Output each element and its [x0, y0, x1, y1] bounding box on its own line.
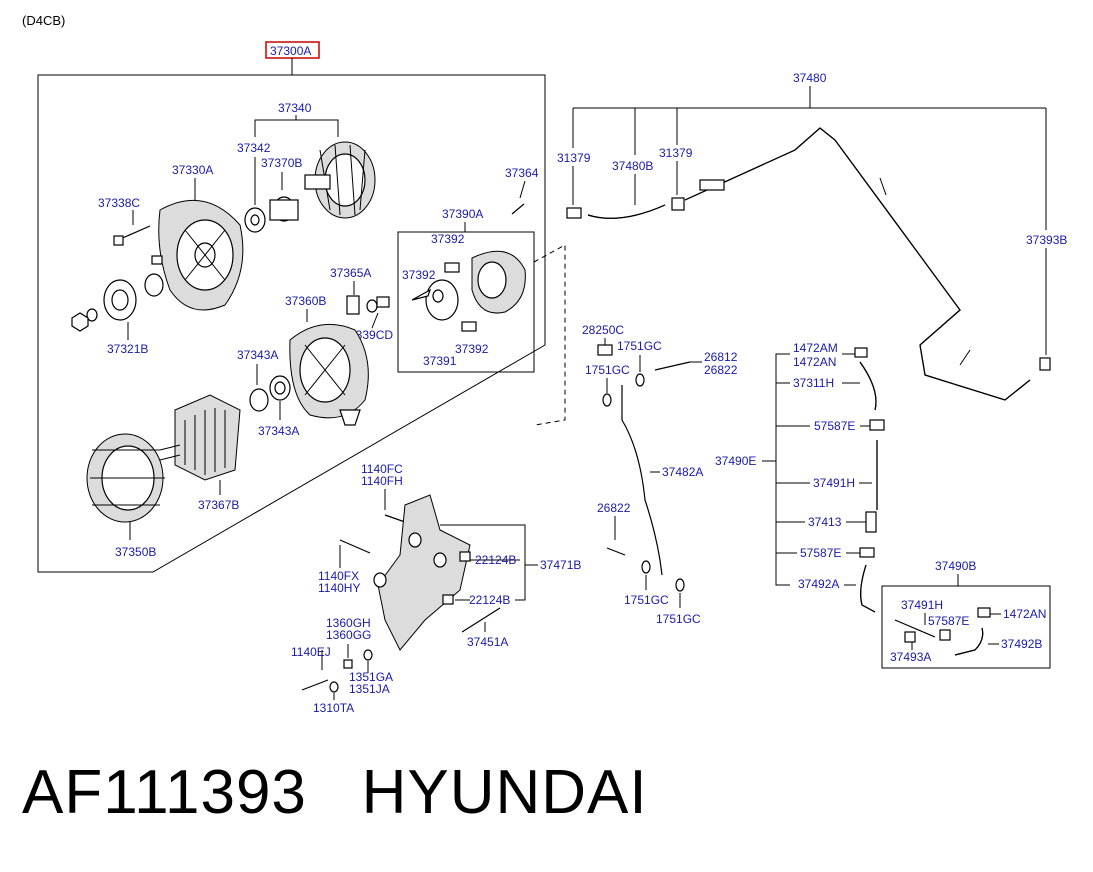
callout-22124B-b[interactable]: 22124B — [469, 593, 510, 607]
footer-part-number: AF111393 — [22, 758, 307, 827]
callout-37480B[interactable]: 37480B — [612, 159, 653, 173]
callout-37338C[interactable]: 37338C — [98, 196, 140, 210]
callout-37370B[interactable]: 37370B — [261, 156, 302, 170]
callout-37451A[interactable]: 37451A — [467, 635, 508, 649]
brush-holder-part — [159, 394, 241, 481]
callout-1140FH[interactable]: 1140FH — [361, 474, 403, 488]
callout-37360B[interactable]: 37360B — [285, 294, 326, 308]
callout-1140EJ[interactable]: 1140EJ — [291, 645, 331, 659]
callout-1140HY[interactable]: 1140HY — [318, 581, 360, 595]
callout-37390A[interactable]: 37390A — [442, 207, 483, 221]
callout-57587E-c[interactable]: 57587E — [928, 614, 969, 628]
callout-1351JA[interactable]: 1351JA — [349, 682, 390, 696]
alternator-bracket-part — [377, 494, 471, 651]
engine-code: (D4CB) — [22, 13, 65, 28]
callout-37343A-bottom[interactable]: 37343A — [258, 424, 299, 438]
callout-37492B[interactable]: 37492B — [1001, 637, 1042, 651]
rear-housing-part — [289, 323, 369, 426]
callout-37392-c[interactable]: 37392 — [455, 342, 489, 356]
callout-37480[interactable]: 37480 — [793, 71, 827, 85]
callout-1751GC-d[interactable]: 1751GC — [656, 612, 701, 626]
callout-37367B[interactable]: 37367B — [198, 498, 239, 512]
hose-kit-group: 1472AM 1472AN 37311H 57587E 37490E 37491… — [715, 341, 885, 613]
callout-37493A[interactable]: 37493A — [890, 650, 931, 664]
vacuum-pipe-group: 37480 31379 37480B 31379 37393B — [557, 71, 1067, 401]
callout-57587E-b[interactable]: 57587E — [800, 546, 841, 560]
callout-37491H-b[interactable]: 37491H — [901, 598, 943, 612]
front-housing-part — [158, 199, 244, 311]
callout-31379-a[interactable]: 31379 — [557, 151, 591, 165]
pulley-part — [71, 273, 164, 332]
callout-37350B[interactable]: 37350B — [115, 545, 156, 559]
callout-31379-b[interactable]: 31379 — [659, 146, 693, 160]
callout-37490E[interactable]: 37490E — [715, 454, 756, 468]
rotor-part — [304, 141, 376, 219]
callout-37364[interactable]: 37364 — [505, 166, 539, 180]
callout-1310TA[interactable]: 1310TA — [313, 701, 354, 715]
callout-1472AN[interactable]: 1472AN — [793, 355, 836, 369]
callout-37365A[interactable]: 37365A — [330, 266, 371, 280]
vacuum-hose-group: 28250C 1751GC 26812 26822 1751GC 37482A … — [582, 323, 738, 626]
callout-28250C[interactable]: 28250C — [582, 323, 624, 337]
callout-37392-b[interactable]: 37392 — [402, 268, 436, 282]
callout-1751GC-a[interactable]: 1751GC — [617, 339, 662, 353]
callout-1751GC-c[interactable]: 1751GC — [624, 593, 669, 607]
callout-37491H-a[interactable]: 37491H — [813, 476, 855, 490]
callout-37391[interactable]: 37391 — [423, 354, 457, 368]
callout-37340[interactable]: 37340 — [278, 101, 312, 115]
callout-37393B[interactable]: 37393B — [1026, 233, 1067, 247]
callout-1351GA[interactable]: 1351GA — [349, 670, 393, 684]
callout-26822-b[interactable]: 26822 — [597, 501, 631, 515]
vacuum-pump-part — [411, 250, 526, 332]
callout-37342[interactable]: 37342 — [237, 141, 271, 155]
callout-1472AM[interactable]: 1472AM — [793, 341, 838, 355]
callout-37330A[interactable]: 37330A — [172, 163, 213, 177]
callout-1472AN-b[interactable]: 1472AN — [1003, 607, 1046, 621]
callout-57587E-a[interactable]: 57587E — [814, 419, 855, 433]
callout-1751GC-b[interactable]: 1751GC — [585, 363, 630, 377]
callout-26812[interactable]: 26812 — [704, 350, 738, 364]
callout-37321B[interactable]: 37321B — [107, 342, 148, 356]
alternator-assembly-frame — [37, 74, 546, 573]
callout-1360GH[interactable]: 1360GH — [326, 616, 371, 630]
callout-1140FC[interactable]: 1140FC — [361, 462, 403, 476]
callout-37471B[interactable]: 37471B — [540, 558, 581, 572]
callout-22124B-a[interactable]: 22124B — [475, 553, 516, 567]
footer-caption: AF111393 HYUNDAI — [22, 762, 648, 824]
bracket-parts: 1140FC 1140FH 1140FX 1140HY 22124B 37471… — [291, 462, 581, 715]
callout-37311H[interactable]: 37311H — [793, 376, 834, 390]
callout-1140FX[interactable]: 1140FX — [318, 569, 359, 583]
callout-37300A[interactable]: 37300A — [270, 44, 311, 58]
callout-37482A[interactable]: 37482A — [662, 465, 703, 479]
callout-37413[interactable]: 37413 — [808, 515, 842, 529]
vacuum-pump-box — [397, 231, 535, 373]
hose-kit-b-group: 37490B 37491H 57587E 1472AN 37492B 37493… — [881, 559, 1051, 669]
callout-37343A-top[interactable]: 37343A — [237, 348, 278, 362]
stator-part — [86, 433, 165, 523]
callout-37392-a[interactable]: 37392 — [431, 232, 465, 246]
callout-37492A[interactable]: 37492A — [798, 577, 839, 591]
callout-1360GG[interactable]: 1360GG — [326, 628, 371, 642]
callout-37490B[interactable]: 37490B — [935, 559, 976, 573]
alternator-parts: 37340 37342 37370B 37330A 37338C — [71, 101, 566, 559]
callout-26822-a[interactable]: 26822 — [704, 363, 738, 377]
footer-brand: HYUNDAI — [361, 758, 648, 827]
